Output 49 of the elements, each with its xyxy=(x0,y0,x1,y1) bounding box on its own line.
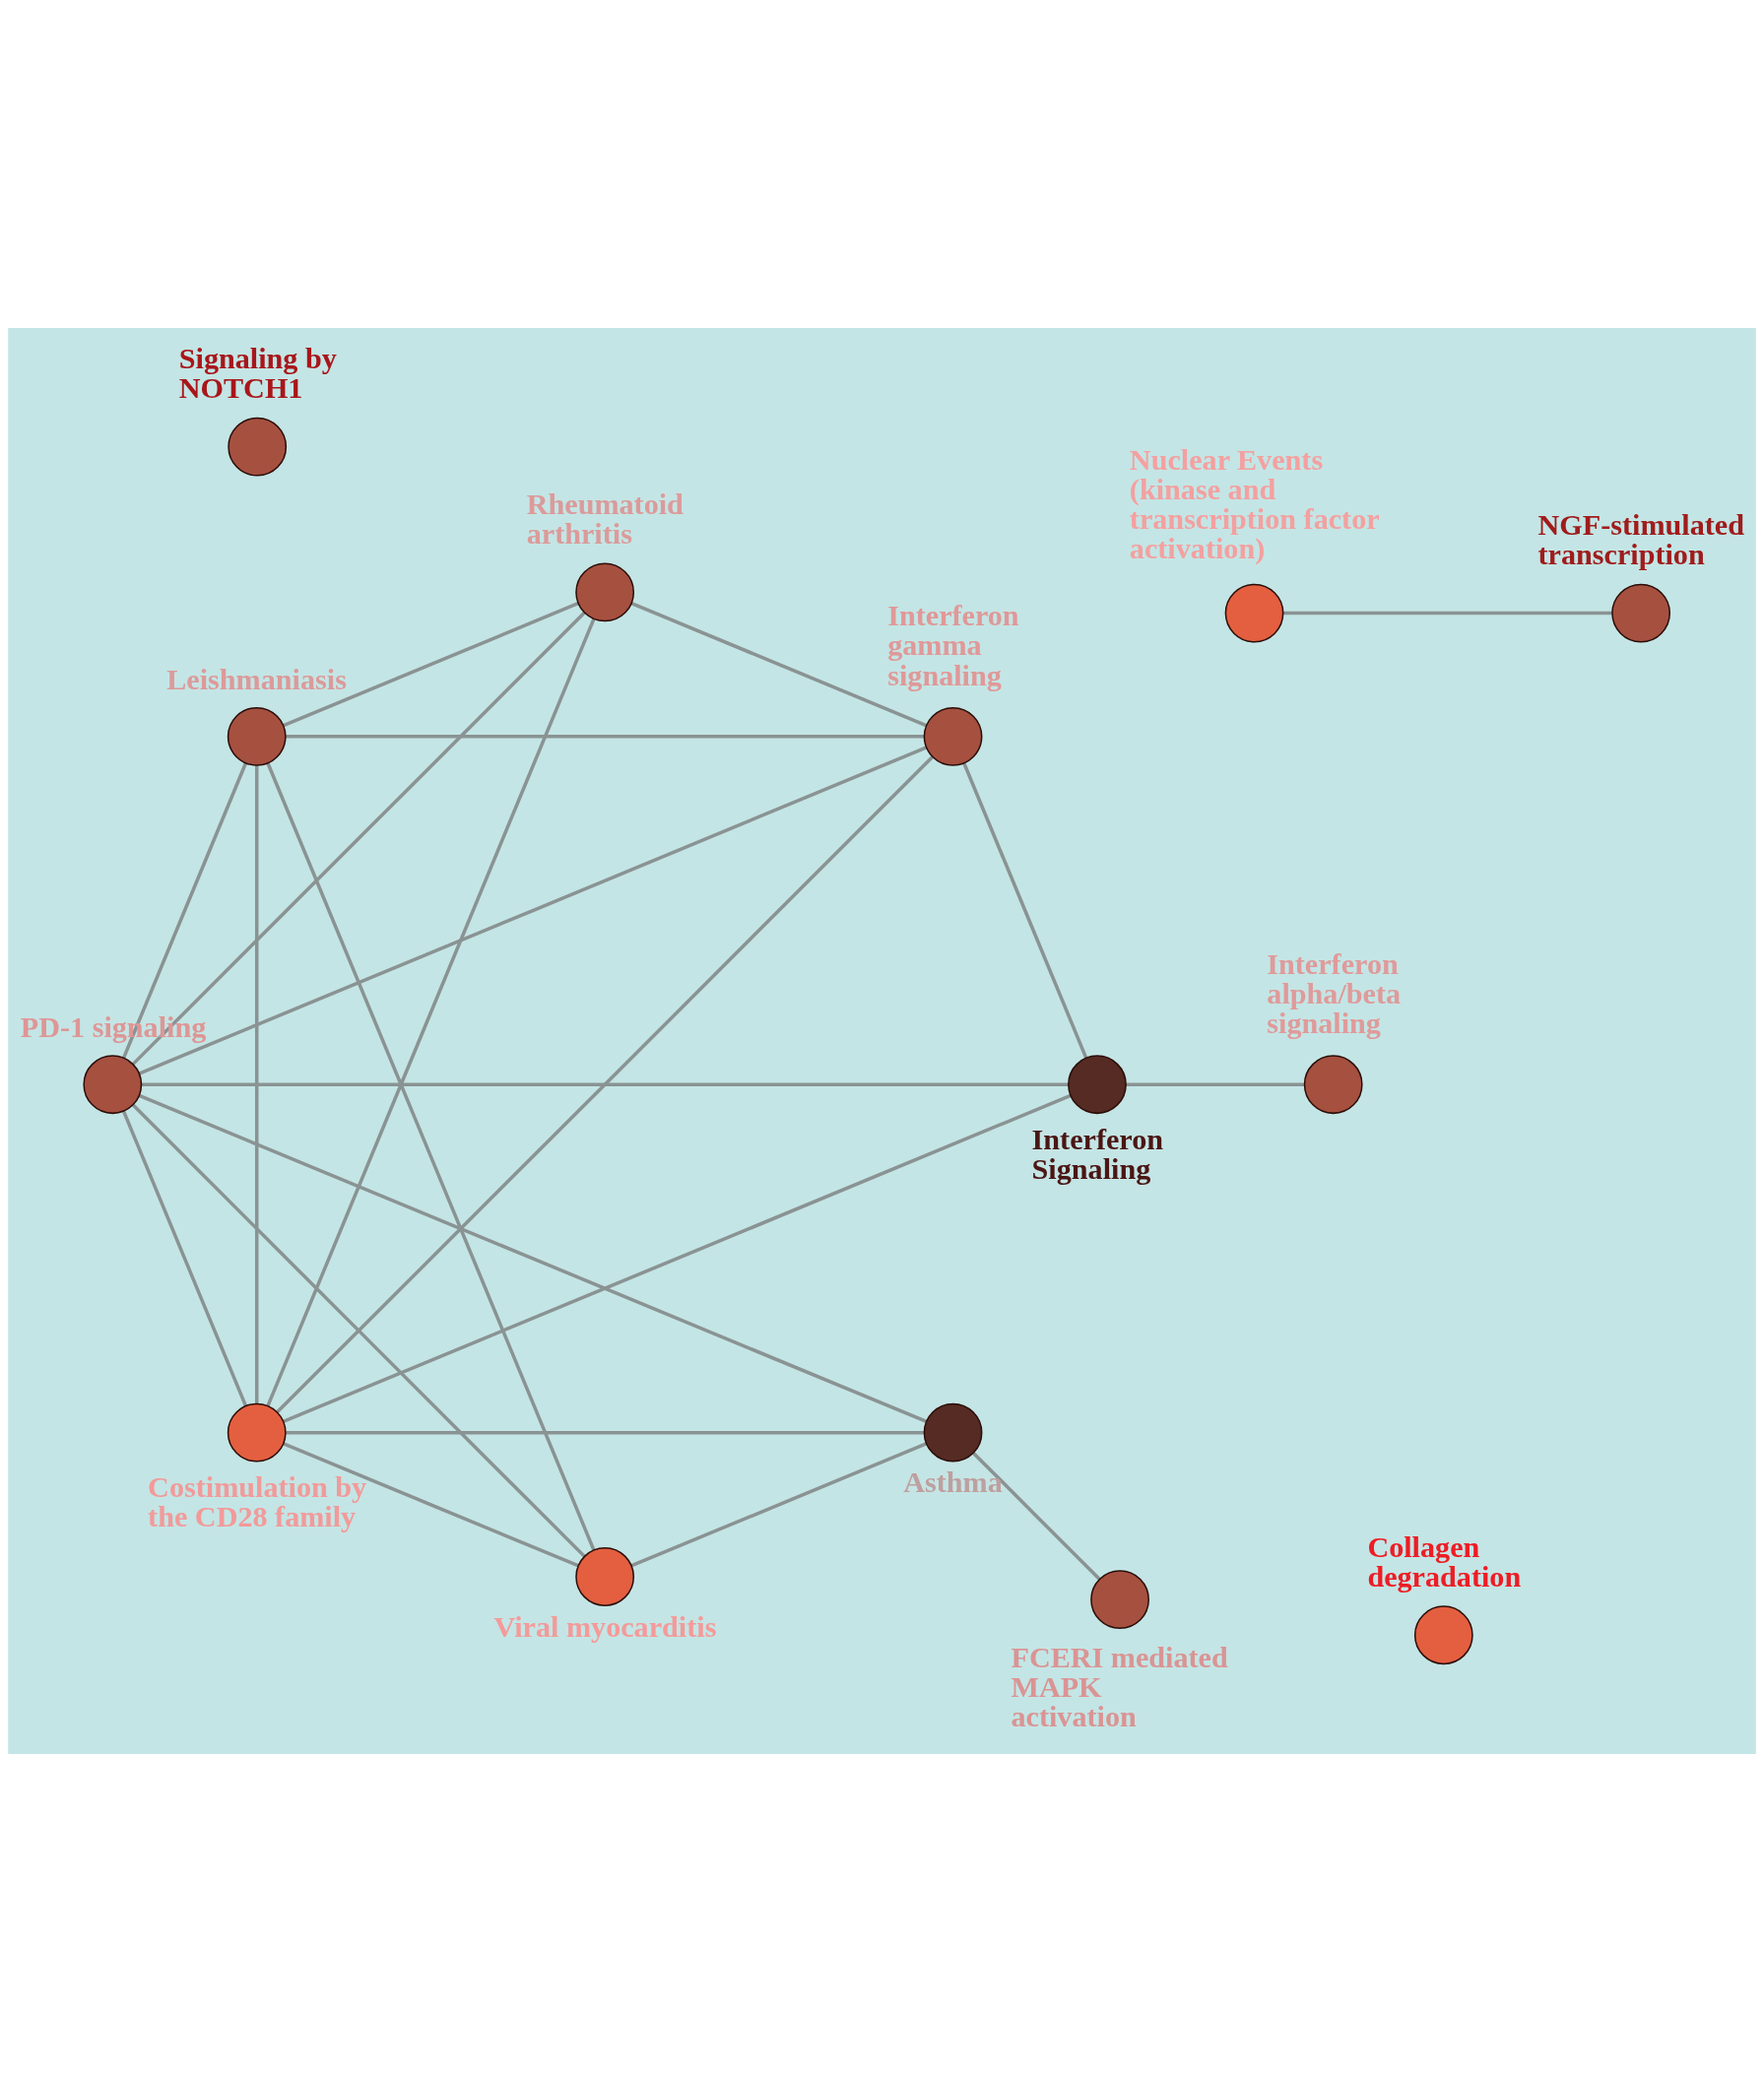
node-circle xyxy=(227,706,287,766)
node-label: Leishmaniasis xyxy=(166,662,347,696)
node-label: Costimulation by the CD28 family xyxy=(148,1469,367,1533)
node-label: Asthma xyxy=(903,1464,1003,1499)
node-label: Collagen degradation xyxy=(1367,1529,1522,1593)
node-circle xyxy=(1413,1604,1473,1664)
node-label: Rheumatoid arthritis xyxy=(526,487,684,551)
connector xyxy=(283,601,579,727)
connector xyxy=(138,745,928,1075)
connector xyxy=(141,1081,1069,1086)
connector xyxy=(121,761,248,1059)
node-circle xyxy=(1090,1569,1149,1629)
node-circle xyxy=(1068,1054,1127,1114)
connector xyxy=(1126,1081,1305,1086)
node-circle xyxy=(575,1546,635,1606)
node-label: Signaling by NOTCH1 xyxy=(178,341,337,405)
node-circle xyxy=(923,1402,983,1463)
connector xyxy=(283,1093,1072,1423)
node-label: Nuclear Events (kinase and transcription factor activation) xyxy=(1129,442,1380,565)
connector xyxy=(1282,611,1612,615)
connector xyxy=(266,761,596,1551)
connector xyxy=(630,601,927,727)
connector xyxy=(254,764,259,1403)
node-circle xyxy=(575,562,635,621)
connector xyxy=(630,1441,928,1567)
connector xyxy=(286,734,925,739)
node-label: Interferon Signaling xyxy=(1031,1122,1164,1186)
node-label: NGF-stimulated transcription xyxy=(1537,507,1744,571)
node-circle xyxy=(1303,1054,1363,1114)
node-circle xyxy=(83,1054,143,1114)
node-circle xyxy=(1611,583,1671,642)
connector xyxy=(131,1103,586,1558)
node-circle xyxy=(228,417,288,477)
node-circle xyxy=(1224,583,1284,642)
connector xyxy=(283,1441,579,1567)
connector xyxy=(121,1110,248,1406)
connector xyxy=(138,1093,928,1423)
node-label: FCERI mediated MAPK activation xyxy=(1011,1640,1228,1733)
connector xyxy=(972,1451,1101,1581)
connector xyxy=(286,1430,925,1434)
connector xyxy=(131,611,586,1066)
connector xyxy=(276,754,935,1413)
node-circle xyxy=(923,706,983,766)
node-label: Interferon gamma signaling xyxy=(887,598,1019,692)
node-label: Interferon alpha/beta signaling xyxy=(1267,946,1402,1040)
connector xyxy=(266,618,596,1406)
node-circle xyxy=(227,1402,287,1463)
node-label: Viral myocarditis xyxy=(493,1609,717,1644)
connector xyxy=(962,761,1088,1059)
